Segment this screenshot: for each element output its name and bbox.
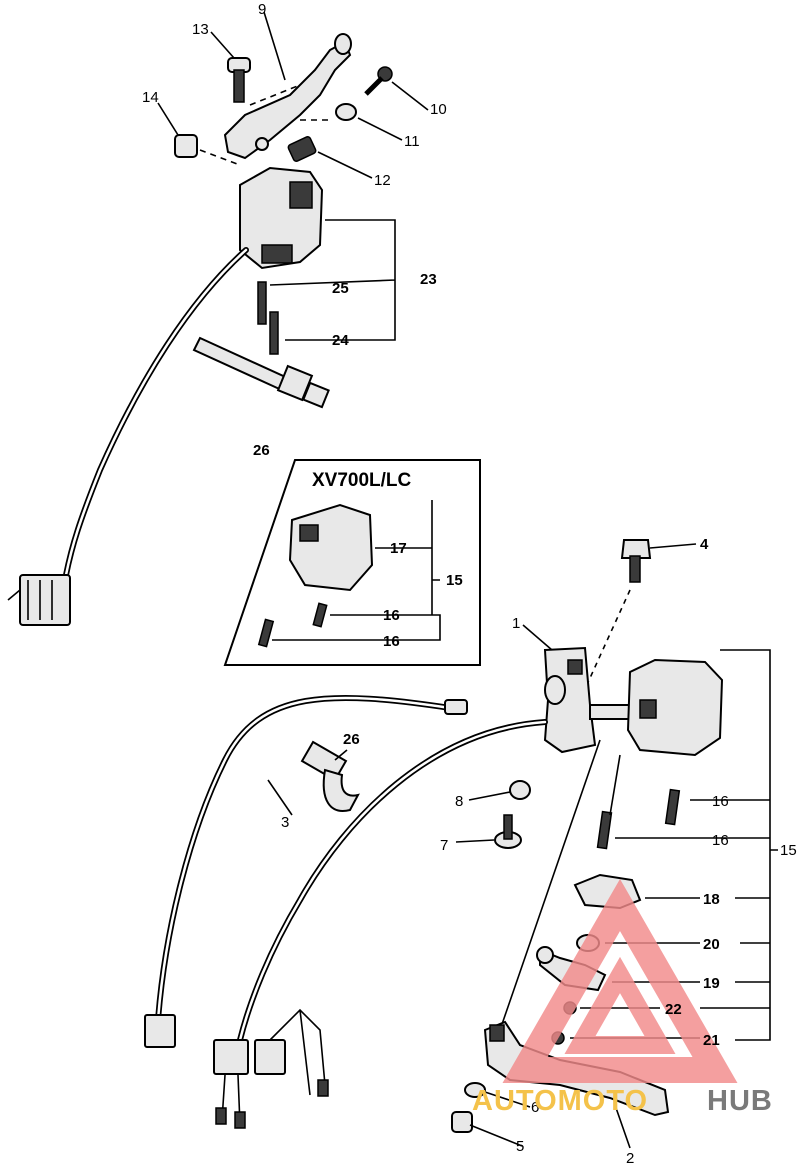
callout-17: 17 — [390, 540, 407, 557]
callout-16-inset-b: 16 — [383, 633, 400, 650]
watermark-logo — [502, 878, 738, 1083]
callout-3: 3 — [281, 814, 289, 831]
cable-end-fitting — [444, 699, 468, 715]
callout-10: 10 — [430, 101, 447, 118]
inset-box — [223, 459, 481, 666]
callout-23: 23 — [420, 271, 437, 288]
screw-16-a — [664, 788, 681, 826]
collar-11 — [335, 103, 357, 121]
inset-screw-b — [257, 618, 275, 648]
watermark-text-a: AUTOMOTO — [472, 1085, 648, 1117]
bolt-4 — [620, 539, 652, 583]
screw-24 — [269, 311, 279, 355]
callout-7: 7 — [440, 837, 448, 854]
bolt-10 — [364, 66, 393, 96]
callout-5: 5 — [516, 1138, 524, 1155]
screw-25 — [257, 281, 267, 325]
callout-8: 8 — [455, 793, 463, 810]
callout-4: 4 — [700, 536, 709, 553]
callout-26-top: 26 — [253, 442, 270, 459]
bolt-13 — [227, 57, 251, 103]
callout-22: 22 — [665, 1001, 682, 1018]
callout-16-main-a: 16 — [712, 793, 729, 810]
cable-tie-26-mid — [300, 740, 360, 812]
left-handlebar-switch — [239, 166, 324, 270]
screw-16-b — [596, 810, 613, 850]
inset-right-switch — [288, 503, 374, 592]
callout-1: 1 — [512, 615, 520, 632]
watermark-text-b: HUB — [707, 1085, 773, 1117]
cable-tie-26 — [192, 336, 330, 409]
callout-26-mid: 26 — [343, 731, 360, 748]
callout-24: 24 — [332, 332, 349, 349]
left-switch-connector — [7, 574, 71, 626]
inset-screw-a — [312, 602, 328, 628]
nut-8 — [509, 780, 531, 800]
bolt-7 — [494, 814, 522, 849]
callout-11: 11 — [404, 133, 420, 150]
callout-25: 25 — [332, 280, 349, 297]
callout-6: 6 — [531, 1099, 539, 1116]
callout-16-inset-a: 16 — [383, 607, 400, 624]
callout-13: 13 — [192, 21, 209, 38]
nut-14 — [174, 134, 198, 158]
spring-12 — [287, 136, 317, 162]
nut-5 — [451, 1111, 473, 1133]
collar-6 — [464, 1082, 486, 1098]
callout-16-main-b: 16 — [712, 832, 729, 849]
clutch-lever — [223, 40, 352, 160]
callout-9: 9 — [258, 1, 266, 18]
callout-19: 19 — [703, 975, 720, 992]
single-connector — [144, 1014, 176, 1048]
right-switch-connectors — [213, 1008, 329, 1129]
callout-18: 18 — [703, 891, 720, 908]
callout-15-inset: 15 — [446, 572, 463, 589]
right-handlebar-switch — [626, 658, 724, 757]
callout-15-main: 15 — [780, 842, 797, 859]
brake-master-bracket — [543, 646, 597, 754]
callout-21: 21 — [703, 1032, 720, 1049]
callout-20: 20 — [703, 936, 720, 953]
inset-title: XV700L/LC — [312, 470, 412, 491]
callout-14: 14 — [142, 89, 159, 106]
callout-2: 2 — [626, 1150, 634, 1164]
callout-12: 12 — [374, 172, 391, 189]
